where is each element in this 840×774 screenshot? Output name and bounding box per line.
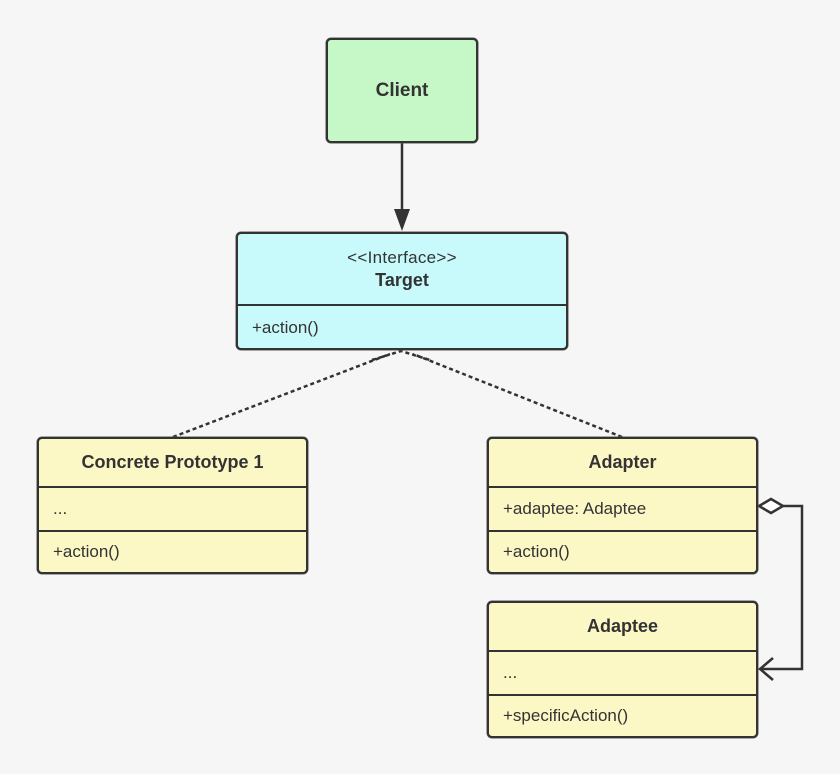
realization-triangle: [371, 349, 431, 362]
concrete-realization-line: [172, 352, 391, 439]
concrete-prototype-box: Concrete Prototype 1 ... +action(): [37, 437, 308, 574]
adapter-operations: +action(): [489, 530, 756, 571]
adapter-operation: +action(): [503, 541, 570, 561]
adapter-attribute: +adaptee: Adaptee: [503, 499, 647, 518]
target-operation: +action(): [252, 318, 319, 337]
concrete-attributes: ...: [39, 486, 306, 530]
adapter-box: Adapter +adaptee: Adaptee +action(): [487, 437, 758, 574]
aggregation-diamond: [756, 497, 786, 515]
adapter-attributes: +adaptee: Adaptee: [489, 486, 756, 530]
client-target-arrowhead: [394, 209, 410, 231]
target-operations: +action(): [238, 304, 566, 348]
target-name: Target: [375, 269, 429, 290]
adaptee-box: Adaptee ... +specificAction(): [487, 601, 758, 738]
adaptee-operations: +specificAction(): [489, 694, 756, 735]
adapter-name: Adapter: [588, 452, 657, 472]
concrete-operation: +action(): [53, 541, 120, 561]
adapter-realization-line: [412, 352, 623, 439]
adaptee-name: Adaptee: [586, 616, 658, 636]
target-interface-box: <<Interface>> Target +action(): [236, 232, 568, 350]
client-box: Client: [326, 38, 478, 143]
aggregation-line: [760, 504, 804, 671]
concrete-attribute: ...: [53, 499, 68, 518]
concrete-name: Concrete Prototype 1: [81, 452, 264, 472]
adaptee-attribute: ...: [503, 663, 518, 682]
target-stereotype: <<Interface>>: [347, 247, 457, 267]
concrete-operations: +action(): [39, 530, 306, 571]
adaptee-operation: +specificAction(): [503, 705, 629, 725]
adaptee-attributes: ...: [489, 650, 756, 694]
aggregation-arrowhead: [758, 657, 774, 681]
target-header: <<Interface>> Target: [238, 234, 566, 304]
client-label: Client: [375, 79, 429, 101]
